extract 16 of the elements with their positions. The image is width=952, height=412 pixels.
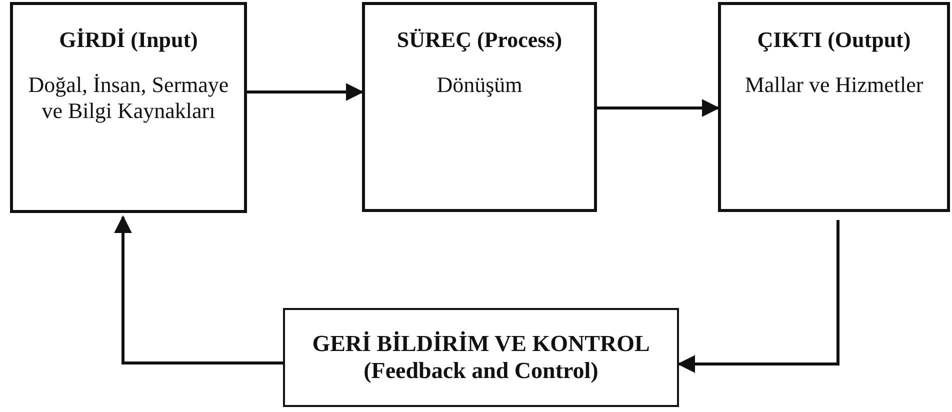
box-heading: GİRDİ (Input) xyxy=(59,27,198,52)
arrow xyxy=(597,99,720,117)
process-box xyxy=(283,308,679,407)
box-text: Dönüşüm xyxy=(436,72,522,98)
arrow xyxy=(247,83,364,101)
process-box xyxy=(10,2,247,213)
box-heading: SÜREÇ (Process) xyxy=(396,27,562,52)
box-text: Doğal, İnsan, Sermaye ve Bilgi Kaynakları xyxy=(27,72,230,123)
box-text: (Feedback and Control) xyxy=(364,358,598,384)
box-heading: ÇIKTI (Output) xyxy=(757,27,911,52)
box-text: Mallar ve Hizmetler xyxy=(744,72,924,98)
process-box xyxy=(718,2,950,212)
arrow xyxy=(114,215,283,364)
process-box xyxy=(362,2,597,212)
box-heading: GERİ BİLDİRİM VE KONTROL xyxy=(312,331,650,358)
arrow xyxy=(677,220,840,373)
